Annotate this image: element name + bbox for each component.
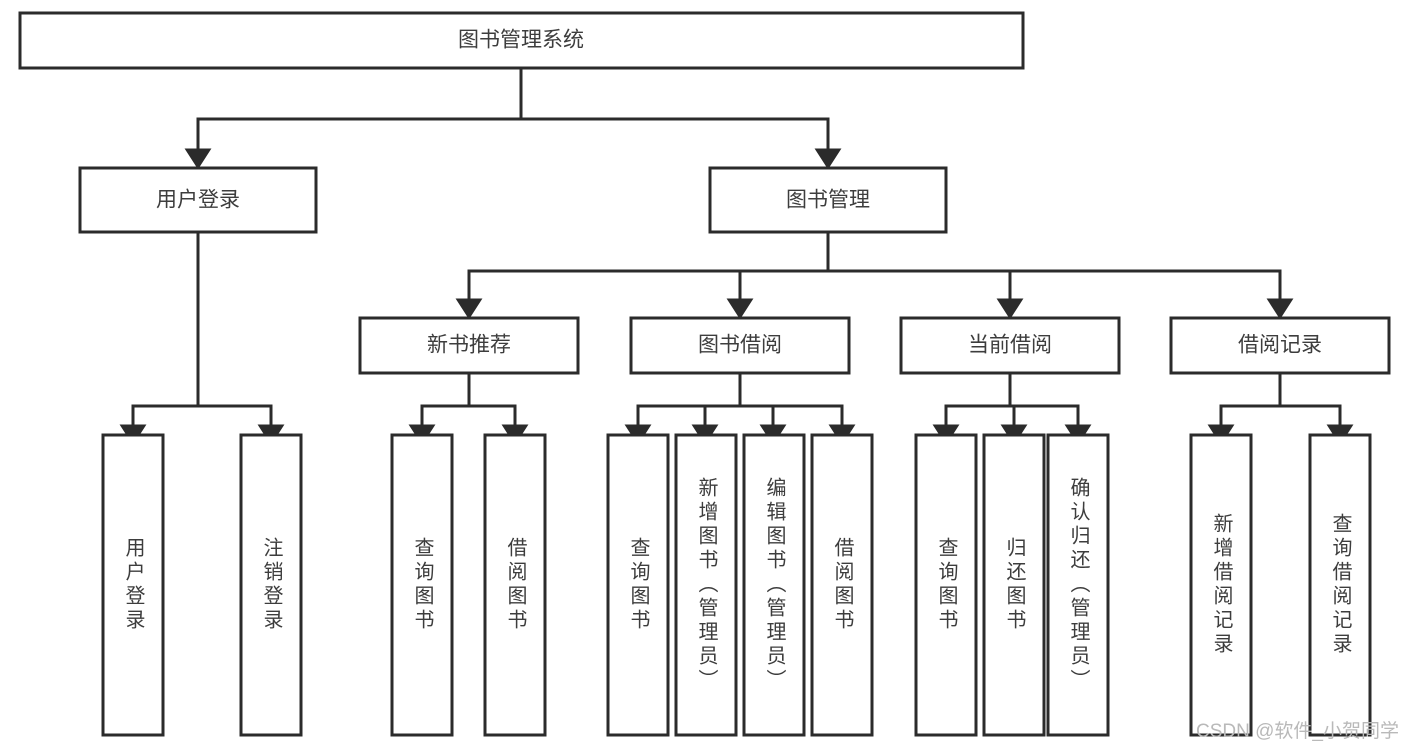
node-leaf-11[interactable]: 确认归还（管理员）	[1046, 433, 1110, 737]
node-leaf-2-label: 注销登录	[260, 537, 283, 633]
node-bookmgmt-label: 图书管理	[786, 189, 870, 212]
node-leaf-2[interactable]: 注销登录	[239, 433, 303, 737]
node-leaf-12-box[interactable]	[1189, 433, 1253, 737]
node-current-box[interactable]	[899, 316, 1121, 375]
node-leaf-5-label: 查询图书	[627, 537, 650, 633]
node-leaf-6-label: 新增图书（管理员）	[695, 477, 718, 693]
node-record-label: 借阅记录	[1238, 334, 1322, 357]
node-leaf-2-box[interactable]	[239, 433, 303, 737]
node-newbook-label: 新书推荐	[427, 334, 511, 357]
node-leaf-6[interactable]: 新增图书（管理员）	[674, 433, 738, 737]
node-leaf-13-box[interactable]	[1308, 433, 1372, 737]
node-leaf-3-label: 查询图书	[411, 537, 434, 633]
node-leaf-3[interactable]: 查询图书	[390, 433, 454, 737]
node-leaf-6-box[interactable]	[674, 433, 738, 737]
node-root-label: 图书管理系统	[458, 29, 584, 52]
node-leaf-8-label: 借阅图书	[831, 537, 854, 633]
node-newbook[interactable]: 新书推荐	[358, 316, 580, 375]
node-borrow-label: 图书借阅	[698, 334, 782, 357]
node-login-label: 用户登录	[156, 189, 240, 212]
node-leaf-9[interactable]: 查询图书	[914, 433, 978, 737]
node-leaf-7-box[interactable]	[742, 433, 806, 737]
node-bookmgmt-box[interactable]	[708, 166, 948, 234]
node-leaf-5[interactable]: 查询图书	[606, 433, 670, 737]
leaf-nodes: 用户登录 注销登录 查询图书 借阅图书 查询图书 新增图书（管理员）	[101, 433, 1372, 737]
node-root-box[interactable]	[18, 11, 1025, 70]
node-leaf-9-label: 查询图书	[935, 537, 958, 633]
node-leaf-4[interactable]: 借阅图书	[483, 433, 547, 737]
connectors	[119, 66, 1354, 446]
node-leaf-8-box[interactable]	[810, 433, 874, 737]
node-leaf-3-box[interactable]	[390, 433, 454, 737]
node-leaf-4-box[interactable]	[483, 433, 547, 737]
node-leaf-13-label: 查询借阅记录	[1329, 513, 1352, 657]
node-leaf-1[interactable]: 用户登录	[101, 433, 165, 737]
node-login-box[interactable]	[78, 166, 318, 234]
node-leaf-1-label: 用户登录	[122, 537, 145, 633]
node-current-label: 当前借阅	[968, 334, 1052, 357]
node-bookmgmt[interactable]: 图书管理	[708, 166, 948, 234]
node-record-box[interactable]	[1169, 316, 1391, 375]
node-leaf-12-label: 新增借阅记录	[1210, 513, 1233, 657]
node-borrow-box[interactable]	[629, 316, 851, 375]
node-leaf-11-label: 确认归还（管理员）	[1067, 477, 1090, 693]
node-leaf-10[interactable]: 归还图书	[982, 433, 1046, 737]
node-leaf-7-label: 编辑图书（管理员）	[763, 477, 786, 693]
node-borrow[interactable]: 图书借阅	[629, 316, 851, 375]
node-newbook-box[interactable]	[358, 316, 580, 375]
node-leaf-8[interactable]: 借阅图书	[810, 433, 874, 737]
node-leaf-5-box[interactable]	[606, 433, 670, 737]
node-leaf-9-box[interactable]	[914, 433, 978, 737]
node-login[interactable]: 用户登录	[78, 166, 318, 234]
node-leaf-11-box[interactable]	[1046, 433, 1110, 737]
node-record[interactable]: 借阅记录	[1169, 316, 1391, 375]
node-leaf-7[interactable]: 编辑图书（管理员）	[742, 433, 806, 737]
node-leaf-10-label: 归还图书	[1003, 537, 1026, 633]
node-leaf-10-box[interactable]	[982, 433, 1046, 737]
node-leaf-1-box[interactable]	[101, 433, 165, 737]
node-root[interactable]: 图书管理系统	[18, 11, 1025, 70]
node-leaf-4-label: 借阅图书	[504, 537, 527, 633]
node-leaf-12[interactable]: 新增借阅记录	[1189, 433, 1253, 737]
node-current[interactable]: 当前借阅	[899, 316, 1121, 375]
node-leaf-13[interactable]: 查询借阅记录	[1308, 433, 1372, 737]
